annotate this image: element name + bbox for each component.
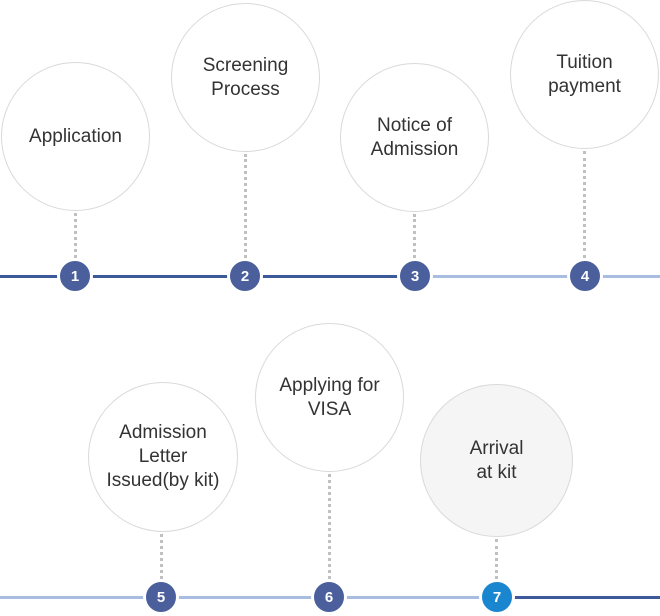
step-connector bbox=[160, 534, 163, 579]
step-circle-arrival-at-kit: Arrival at kit bbox=[420, 384, 573, 537]
step-connector bbox=[413, 214, 416, 258]
step-label: Applying for VISA bbox=[279, 374, 380, 420]
step-connector bbox=[328, 474, 331, 579]
step-connector bbox=[244, 154, 247, 258]
step-circle-applying-for-visa: Applying for VISA bbox=[255, 323, 404, 472]
timeline-track-2 bbox=[0, 596, 500, 599]
step-circle-tuition-payment: Tuition payment bbox=[510, 0, 659, 149]
step-label: Screening Process bbox=[202, 54, 289, 100]
step-label: Arrival at kit bbox=[469, 437, 524, 483]
step-circle-screening-process: Screening Process bbox=[171, 3, 320, 152]
step-number-badge: 4 bbox=[567, 258, 603, 294]
step-number-badge: 3 bbox=[397, 258, 433, 294]
step-label: Application bbox=[29, 125, 122, 147]
timeline-track-1 bbox=[0, 275, 400, 278]
step-connector bbox=[583, 151, 586, 258]
step-connector bbox=[495, 539, 498, 579]
step-number-badge: 2 bbox=[227, 258, 263, 294]
step-number-badge: 6 bbox=[311, 579, 347, 615]
step-label: Notice of Admission bbox=[370, 114, 459, 160]
step-circle-application: Application bbox=[1, 62, 150, 211]
step-number-badge: 1 bbox=[57, 258, 93, 294]
step-label: Admission Letter Issued(by kit) bbox=[106, 422, 220, 491]
step-number-badge: 5 bbox=[143, 579, 179, 615]
timeline-track-2-active bbox=[500, 596, 660, 599]
timeline-track-1-pending bbox=[400, 275, 660, 278]
step-circle-notice-of-admission: Notice of Admission bbox=[340, 63, 489, 212]
step-label: Tuition payment bbox=[548, 51, 621, 97]
step-connector bbox=[74, 213, 77, 258]
step-number-badge-current: 7 bbox=[479, 579, 515, 615]
step-circle-admission-letter: Admission Letter Issued(by kit) bbox=[88, 382, 238, 532]
